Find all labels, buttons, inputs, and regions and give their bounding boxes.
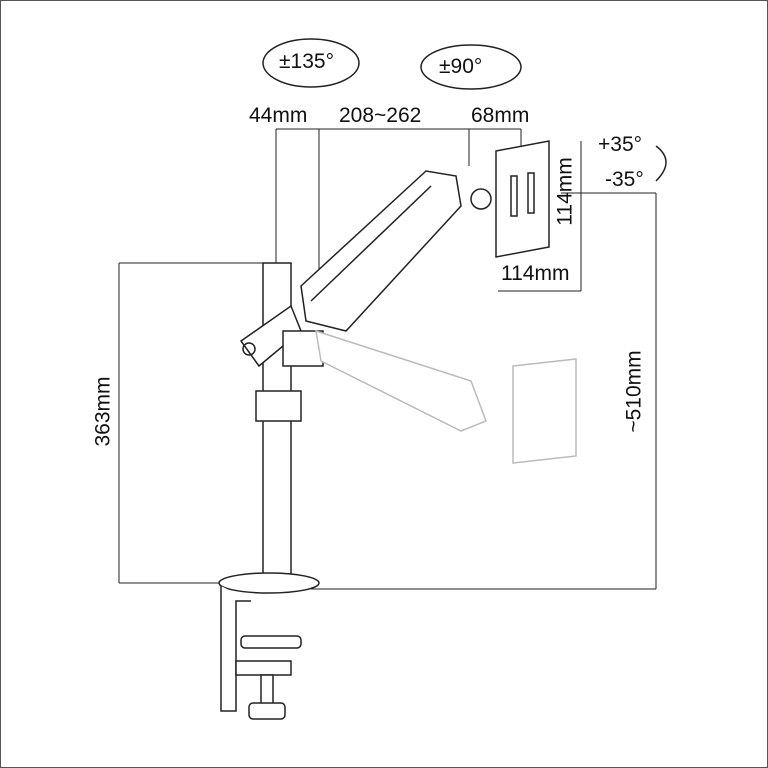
base-plate <box>218 572 320 594</box>
plate-offset-label: 68mm <box>471 104 530 127</box>
tilt-arrow-icon <box>655 145 667 182</box>
vesa-plate <box>495 140 550 258</box>
pole-height-label: 363mm <box>91 376 115 447</box>
swivel-arrow-icon <box>262 38 360 88</box>
monitor-plate-ghost <box>512 358 577 464</box>
arm-reach-label: 208~262 <box>339 104 422 127</box>
tilt-up-label: +35° <box>598 133 643 156</box>
tilt-down-label: -35° <box>605 168 644 191</box>
desk-clamp <box>220 586 251 712</box>
arm-upper <box>300 170 462 332</box>
vesa-height-label: 114mm <box>553 157 577 226</box>
vesa-width-label: 114mm <box>501 262 570 285</box>
swivel-angle-label: ±135° <box>279 50 334 73</box>
pole-offset-label: 44mm <box>249 104 308 127</box>
max-height-label: ~510mm <box>622 350 646 433</box>
arm-lower-position <box>315 329 487 432</box>
rotate-arrow-icon <box>420 44 522 90</box>
rotation-angle-label: ±90° <box>439 55 483 78</box>
dimension-lines <box>118 128 657 590</box>
